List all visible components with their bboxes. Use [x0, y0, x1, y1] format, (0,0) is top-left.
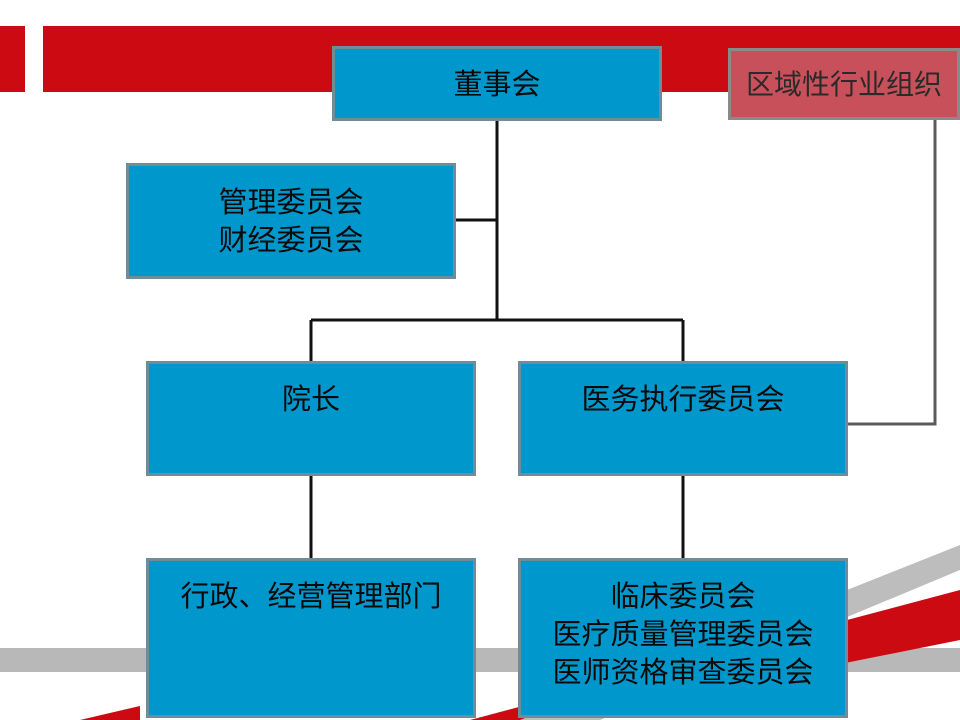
regional-organization-box: 区域性行业组织 — [728, 48, 960, 120]
medical-executive-committee-box: 医务执行委员会 — [518, 361, 848, 476]
top-left-red-block — [0, 26, 25, 92]
connector-regional-to-exec — [842, 120, 937, 426]
committee-line: 临床委员会 — [610, 579, 756, 613]
board-box: 董事会 — [332, 46, 662, 121]
administration-department-box: 行政、经营管理部门 — [146, 558, 476, 718]
committees-top-box: 管理委员会 财经委员会 — [126, 163, 456, 279]
president-box: 院长 — [146, 361, 476, 476]
committee-line: 财经委员会 — [218, 223, 364, 257]
administration-department-label: 行政、经营管理部门 — [180, 579, 442, 613]
president-label: 院长 — [281, 382, 340, 416]
medical-executive-committee-label: 医务执行委员会 — [581, 382, 785, 416]
committee-line: 医师资格审查委员会 — [552, 655, 814, 689]
regional-organization-label: 区域性行业组织 — [745, 68, 942, 101]
board-label: 董事会 — [453, 67, 541, 101]
clinical-committees-box: 临床委员会 医疗质量管理委员会 医师资格审查委员会 — [518, 558, 848, 718]
gray-swoosh-left — [80, 706, 140, 720]
committee-line: 医疗质量管理委员会 — [552, 617, 814, 651]
committee-line: 管理委员会 — [218, 185, 364, 219]
